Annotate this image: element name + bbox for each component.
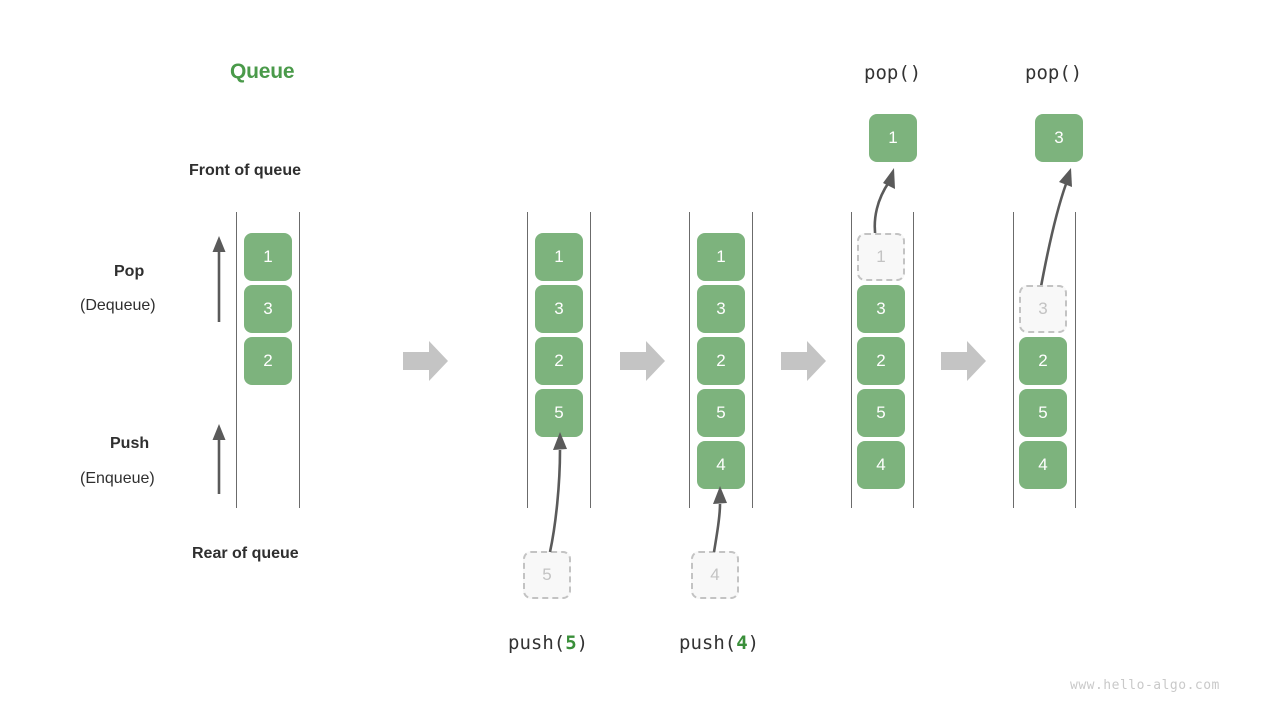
queue-cell: 1 bbox=[697, 233, 745, 281]
pop-extract-arrow bbox=[1020, 162, 1080, 294]
popped-cell: 3 bbox=[1035, 114, 1083, 162]
push-insert-arrow bbox=[530, 424, 580, 554]
queue-cell: 3 bbox=[697, 285, 745, 333]
queue-cell: 5 bbox=[697, 389, 745, 437]
queue-cell-ghost: 1 bbox=[857, 233, 905, 281]
push-direction-arrow bbox=[206, 420, 232, 496]
queue-cell: 3 bbox=[244, 285, 292, 333]
stage-caption-push-4: push(4) bbox=[679, 632, 759, 654]
stage-caption-push-5: push(5) bbox=[508, 632, 588, 654]
caption-prefix: push( bbox=[508, 632, 566, 654]
incoming-ghost-cell: 4 bbox=[691, 551, 739, 599]
queue-cell: 4 bbox=[697, 441, 745, 489]
queue-cell: 5 bbox=[857, 389, 905, 437]
push-sublabel: (Enqueue) bbox=[80, 470, 155, 487]
watermark: www.hello-algo.com bbox=[1070, 678, 1220, 693]
queue-cell: 1 bbox=[244, 233, 292, 281]
queue-cell: 3 bbox=[857, 285, 905, 333]
pop-extract-arrow bbox=[862, 162, 912, 242]
caption-arg: 4 bbox=[736, 632, 748, 654]
queue-rail-right-stage-2 bbox=[752, 212, 753, 508]
queue-cell: 2 bbox=[1019, 337, 1067, 385]
rear-of-queue-label: Rear of queue bbox=[192, 545, 299, 562]
queue-rail-left-stage-4 bbox=[1013, 212, 1014, 508]
incoming-ghost-cell: 5 bbox=[523, 551, 571, 599]
caption-prefix: push( bbox=[679, 632, 737, 654]
push-insert-arrow bbox=[698, 478, 742, 554]
stage-caption-pop-3: pop() bbox=[1025, 62, 1083, 84]
stage-transition-chevron-icon bbox=[941, 340, 986, 382]
queue-rail-left-stage-3 bbox=[851, 212, 852, 508]
push-label: Push bbox=[110, 435, 150, 452]
caption-suffix: ) bbox=[747, 632, 760, 654]
pop-sublabel: (Dequeue) bbox=[80, 297, 156, 314]
queue-cell: 5 bbox=[1019, 389, 1067, 437]
queue-rail-left-stage-2 bbox=[689, 212, 690, 508]
queue-rail-right-stage-1 bbox=[590, 212, 591, 508]
caption-suffix: ) bbox=[576, 632, 589, 654]
queue-cell-ghost: 3 bbox=[1019, 285, 1067, 333]
queue-rail-left-stage-0 bbox=[236, 212, 237, 508]
popped-cell: 1 bbox=[869, 114, 917, 162]
queue-cell: 5 bbox=[535, 389, 583, 437]
pop-direction-arrow bbox=[206, 232, 232, 324]
stage-transition-chevron-icon bbox=[781, 340, 826, 382]
queue-cell: 4 bbox=[1019, 441, 1067, 489]
stage-transition-chevron-icon bbox=[620, 340, 665, 382]
queue-rail-right-stage-4 bbox=[1075, 212, 1076, 508]
caption-arg: 5 bbox=[565, 632, 577, 654]
queue-rail-right-stage-0 bbox=[299, 212, 300, 508]
queue-cell: 2 bbox=[857, 337, 905, 385]
queue-cell: 2 bbox=[697, 337, 745, 385]
queue-rail-right-stage-3 bbox=[913, 212, 914, 508]
pop-label: Pop bbox=[114, 263, 145, 280]
queue-cell: 2 bbox=[244, 337, 292, 385]
queue-cell: 4 bbox=[857, 441, 905, 489]
stage-caption-pop-1: pop() bbox=[864, 62, 922, 84]
queue-cell: 3 bbox=[535, 285, 583, 333]
front-of-queue-label: Front of queue bbox=[189, 162, 301, 179]
queue-rail-left-stage-1 bbox=[527, 212, 528, 508]
queue-cell: 2 bbox=[535, 337, 583, 385]
stage-transition-chevron-icon bbox=[403, 340, 448, 382]
queue-cell: 1 bbox=[535, 233, 583, 281]
diagram-title: Queue bbox=[230, 60, 295, 83]
